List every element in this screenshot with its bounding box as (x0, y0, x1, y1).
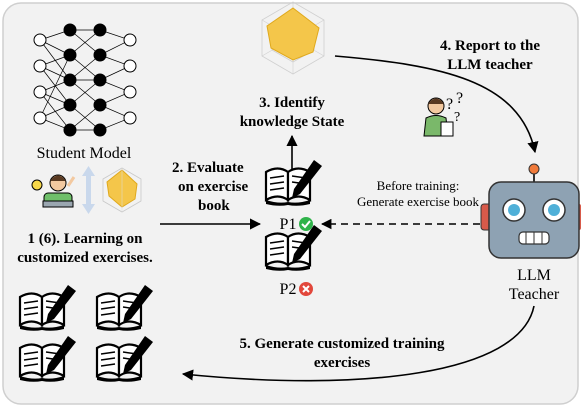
teacher-label-line2: Teacher (509, 286, 560, 303)
radar-chart-icon (102, 167, 142, 213)
swap-arrow-icon (82, 166, 95, 214)
neural-network-icon (33, 23, 137, 137)
student-model-label: Student Model (37, 145, 132, 162)
learning-label-line1: 1 (6). Learning on (27, 231, 143, 247)
teacher-label-line1: LLM (517, 267, 551, 284)
report-label-line1: 4. Report to the (440, 38, 540, 54)
p2-label: P2 (280, 281, 297, 298)
question-marks-icon: ? (456, 90, 463, 107)
identify-label-line2: knowledge State (240, 114, 345, 130)
generate-label-line2: exercises (314, 355, 371, 371)
generate-label-line1: 5. Generate customized training (240, 336, 445, 352)
cross-icon (299, 282, 313, 296)
check-icon (299, 217, 313, 231)
radar-chart-icon (261, 1, 325, 75)
learning-label-line2: customized exercises. (17, 250, 153, 266)
before-training-line1: Before training: (377, 178, 460, 193)
before-training-line2: Generate exercise book (357, 194, 479, 209)
question-marks-icon: ? (454, 110, 460, 125)
generate-arrow (181, 305, 535, 382)
question-marks-icon: ? (446, 96, 453, 113)
evaluate-label-line1: 2. Evaluate (172, 160, 244, 176)
p1-label: P1 (280, 216, 297, 233)
evaluate-label-line3: book (198, 198, 230, 214)
student-icon (31, 174, 76, 208)
teacher-person-icon (423, 97, 454, 137)
identify-label-line1: 3. Identify (259, 95, 325, 111)
evaluate-label-line2: on exercise (178, 179, 248, 195)
report-label-line2: LLM teacher (447, 57, 533, 73)
report-arrow (334, 55, 539, 154)
robot-icon (480, 163, 581, 259)
